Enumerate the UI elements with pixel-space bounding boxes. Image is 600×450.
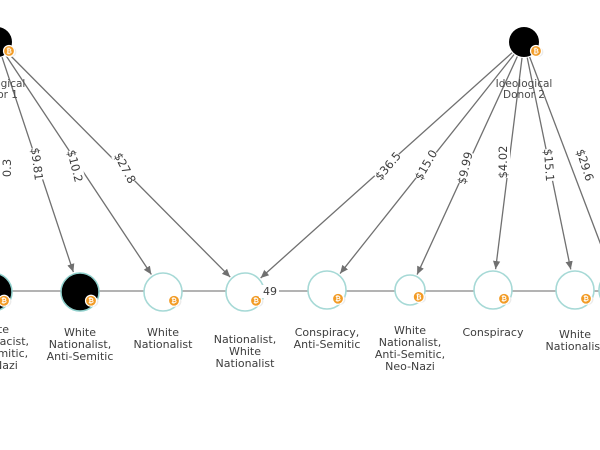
recipient-label-line: Nationalist <box>215 357 275 370</box>
donor-label-line: Donor 2 <box>503 89 545 101</box>
edge-amount-label: $9.99 <box>454 150 475 185</box>
edge-amount-label: $27.8 <box>111 150 139 186</box>
edge-label-bg <box>28 147 46 181</box>
recipient-label-line: Neo-Nazi <box>0 359 18 372</box>
svg-text:₿: ₿ <box>1 297 7 305</box>
bitcoin-badge-icon: ₿ <box>331 292 346 305</box>
edge-d2-r8 <box>529 56 600 245</box>
edge-amount-label: 0.3 <box>0 159 14 177</box>
svg-text:₿: ₿ <box>88 297 94 305</box>
donor-label-line: Donor 1 <box>0 89 18 101</box>
bitcoin-badge-icon: ₿ <box>529 44 544 58</box>
recipient-label-line: White <box>394 324 426 337</box>
edge-label-bg <box>573 147 597 183</box>
svg-text:₿: ₿ <box>171 297 177 305</box>
bitcoin-badge-icon: ₿ <box>84 294 99 307</box>
edge-label-bg <box>111 150 139 186</box>
baseline-amount-bg <box>259 285 279 298</box>
recipient-label-line: Anti-Semitic <box>46 350 114 363</box>
edge-label-bg <box>496 146 510 178</box>
recipient-label-line: White <box>147 326 179 339</box>
bitcoin-badge-icon: ₿ <box>412 290 427 303</box>
recipient-label: Conspiracy <box>448 327 538 339</box>
recipient-label-line: Anti-Semitic, <box>374 348 446 361</box>
recipient-label-line: White <box>0 323 9 336</box>
recipient-label: WhiteSupremacist,Anti-Semitic,Neo-Nazi <box>0 324 38 372</box>
svg-text:₿: ₿ <box>501 295 507 303</box>
edge-label-bg <box>372 149 404 183</box>
edge-label-bg <box>454 150 476 186</box>
edge-label-bg <box>411 147 441 183</box>
svg-text:₿: ₿ <box>253 297 259 305</box>
edge-amount-label: $15.0 <box>412 147 441 183</box>
recipient-label-line: Nationalist <box>133 338 193 351</box>
recipient-label-line: Anti-Semitic <box>293 338 361 351</box>
edge-amount-label: $29.6 <box>573 147 596 183</box>
svg-text:₿: ₿ <box>583 295 589 303</box>
bitcoin-badge-icon: ₿ <box>497 292 512 305</box>
recipient-label-line: Nationalist <box>545 340 600 353</box>
recipient-label-line: Supremacist, <box>0 335 30 348</box>
recipient-label-line: Conspiracy <box>462 326 524 339</box>
edge-label-bg <box>540 148 558 182</box>
svg-text:₿: ₿ <box>416 293 422 301</box>
donor-label-line: Ideological <box>495 78 553 90</box>
bitcoin-badge-icon: ₿ <box>0 294 12 307</box>
bitcoin-badge-icon: ₿ <box>249 294 264 307</box>
svg-text:₿: ₿ <box>335 295 341 303</box>
recipient-label-line: White <box>559 328 591 341</box>
recipient-label-line: White <box>64 326 96 339</box>
recipient-label-line: Conspiracy, <box>294 326 360 339</box>
bitcoin-badge-icon: ₿ <box>579 292 594 305</box>
bitcoin-badge-icon: ₿ <box>2 44 17 58</box>
recipient-label-line: Anti-Semitic, <box>0 347 29 360</box>
recipient-label-line: Neo-Nazi <box>385 360 435 373</box>
recipient-label-line: White <box>229 345 261 358</box>
baseline-amount-label: 49 <box>263 285 277 298</box>
recipient-label-line: Nationalist, <box>378 336 442 349</box>
edge-amount-label: $10.2 <box>64 148 86 183</box>
edge-label-bg <box>64 148 86 184</box>
svg-text:₿: ₿ <box>533 47 539 55</box>
edge-amount-label: $36.5 <box>372 149 404 183</box>
edge-amount-label: $15.1 <box>541 148 557 182</box>
recipient-label-line: Nationalist, <box>213 333 277 346</box>
donor-label-line: Ideological <box>0 78 26 90</box>
edge-label-bg <box>0 152 14 184</box>
recipient-label-line: Nationalist, <box>48 338 112 351</box>
edge-amount-label: $4.02 <box>496 146 510 179</box>
recipient-label: Conspiracy,Anti-Semitic <box>282 327 372 351</box>
svg-text:₿: ₿ <box>6 47 12 55</box>
edge-amount-label: $9.81 <box>28 147 46 181</box>
bitcoin-badge-icon: ₿ <box>167 294 182 307</box>
